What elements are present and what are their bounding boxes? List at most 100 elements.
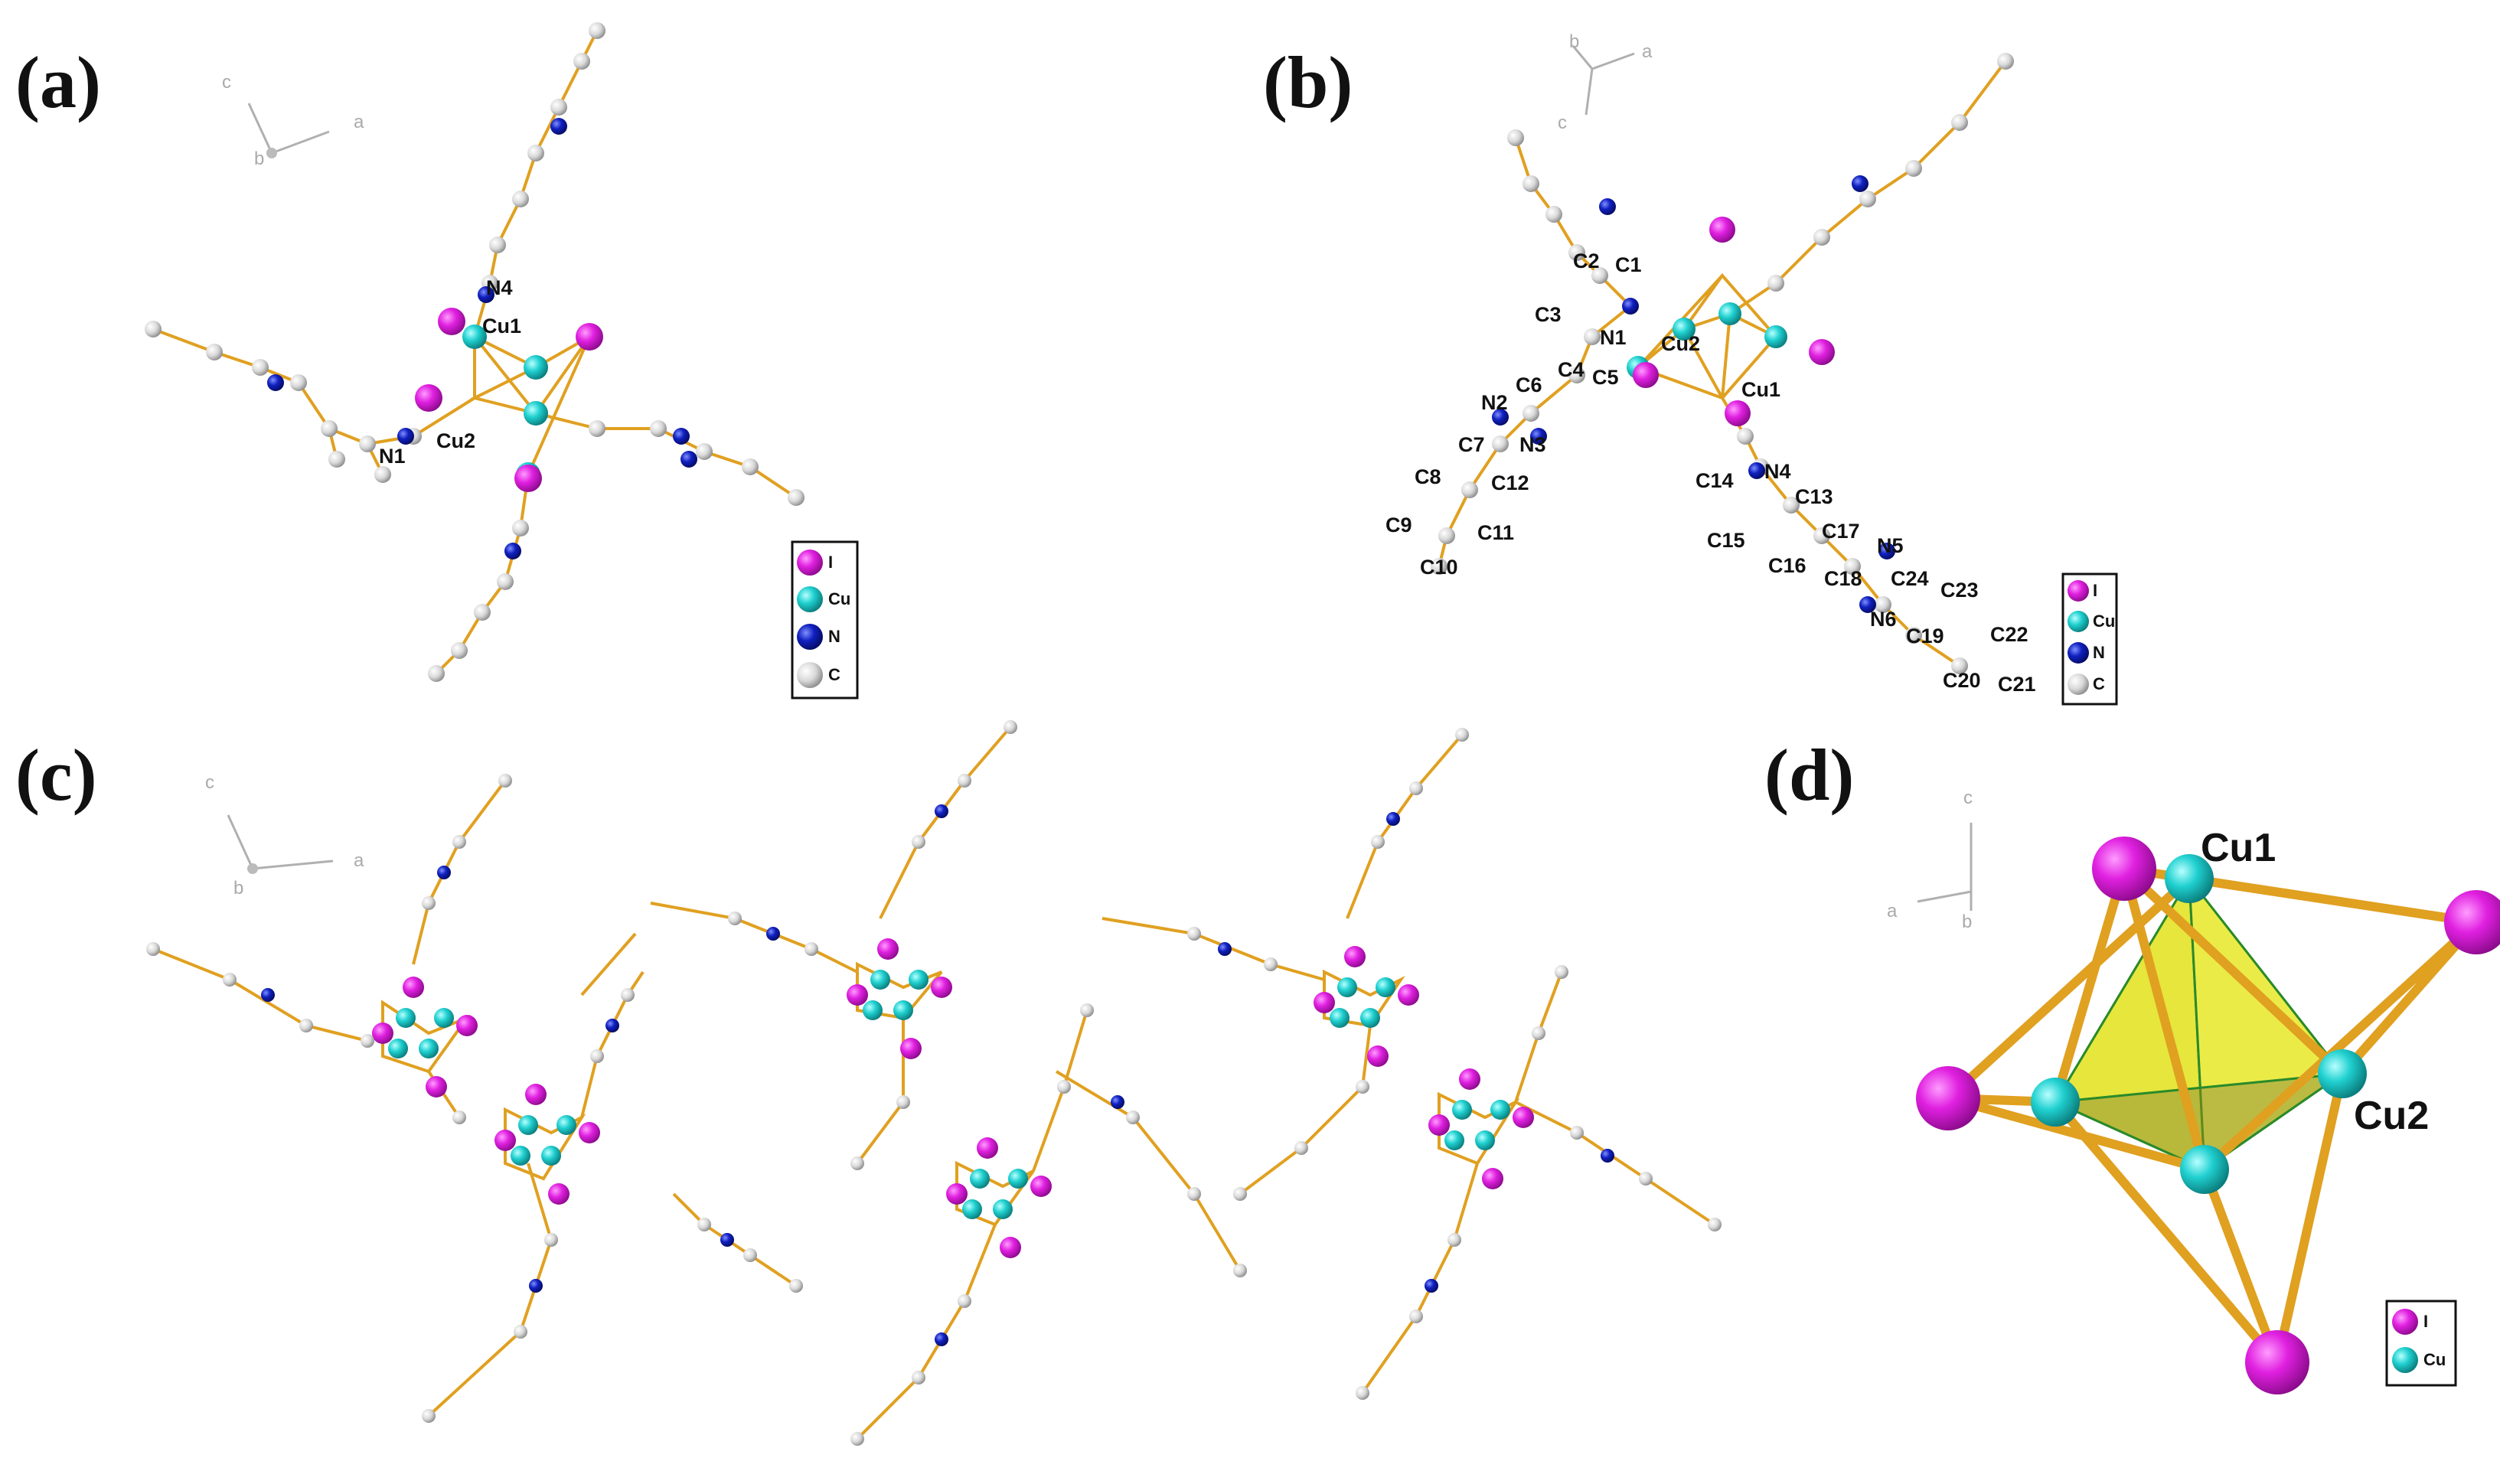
carbon-atom [589, 22, 605, 39]
carbon-atom [321, 420, 338, 437]
iodine-atom [438, 308, 465, 335]
iodine-atom [372, 1022, 393, 1044]
carbon-atom [512, 520, 529, 537]
label-N3: N3 [1519, 433, 1546, 456]
nitrogen-atom [478, 286, 494, 303]
carbon-atom [1905, 627, 1922, 644]
copper-atom [1490, 1100, 1510, 1120]
legend-a-C: C [828, 665, 840, 684]
nitrogen-atom [1386, 812, 1400, 826]
axis-c-label: c [1558, 113, 1567, 133]
label-C2: C2 [1573, 250, 1600, 272]
carbon-atom [728, 912, 742, 925]
iodine-atom [415, 384, 442, 412]
label-C10: C10 [1420, 556, 1458, 579]
carbon-atom [498, 774, 512, 788]
carbon-atom [1813, 229, 1830, 246]
carbon-atom [1492, 435, 1509, 452]
atoms-layer [145, 22, 2500, 1446]
iodine-atom [426, 1076, 447, 1098]
iodine-atom [1030, 1176, 1052, 1197]
iodine-atom [1709, 217, 1735, 243]
carbon-atom [697, 1218, 711, 1231]
legend-b-N: N [2093, 643, 2105, 662]
copper-atom [1008, 1169, 1028, 1189]
carbon-atom [958, 1294, 971, 1308]
iodine-atom [2444, 890, 2500, 954]
carbon-atom [452, 835, 466, 849]
carbon-atom [145, 321, 162, 338]
carbon-atom [1568, 244, 1585, 261]
copper-atom [556, 1115, 576, 1135]
legend-b-C: C [2093, 674, 2105, 693]
carbon-atom [1187, 927, 1201, 941]
copper-atom [524, 401, 548, 426]
label-C4: C4 [1558, 358, 1585, 381]
carbon-atom [1080, 1003, 1094, 1017]
carbon-atom [1507, 129, 1524, 146]
carbon-atom [544, 1233, 558, 1247]
carbon-atom [1431, 558, 1447, 575]
carbon-atom [1461, 481, 1478, 498]
carbon-atom [1532, 1026, 1545, 1040]
iodine-atom [1344, 946, 1366, 967]
iodine-atom [456, 1015, 478, 1036]
panel-label-a: (a) [15, 41, 101, 123]
copper-atom [1673, 318, 1695, 341]
axis-c-label: c [222, 72, 231, 93]
carbon-atom [1875, 596, 1891, 613]
nitrogen-atom [680, 451, 697, 468]
nitrogen-atom [437, 866, 451, 879]
iodine-atom [1000, 1237, 1021, 1258]
carbon-atom [1356, 1386, 1369, 1400]
iodine-atom [900, 1038, 922, 1059]
label-N1: N1 [379, 445, 406, 468]
carbon-atom [958, 774, 971, 788]
carbon-atom [696, 443, 713, 460]
label-Cu2: Cu2 [436, 429, 475, 452]
copper-atom [1360, 1008, 1380, 1028]
legend-b-copper-swatch [2068, 611, 2089, 632]
iodine-atom [877, 938, 899, 960]
legend-b-Cu: Cu [2093, 612, 2115, 631]
carbon-atom [589, 420, 605, 437]
panel-a-structure [152, 30, 798, 675]
label-N6: N6 [1870, 608, 1897, 631]
carbon-atom [527, 145, 544, 161]
iodine-atom [1314, 992, 1335, 1013]
copper-atom [1764, 325, 1787, 348]
carbon-atom [621, 988, 635, 1002]
carbon-atom [1438, 527, 1455, 544]
label-C5: C5 [1592, 366, 1619, 389]
axis-a-label: a [1887, 901, 1898, 921]
carbon-atom [1570, 1126, 1584, 1140]
carbon-atom [514, 1325, 527, 1339]
carbon-atom [1844, 558, 1861, 575]
legend-a-N: N [828, 627, 840, 646]
copper-atom [541, 1146, 561, 1166]
legend-a-Cu: Cu [828, 589, 850, 608]
tetrahedron-face-bottom [2051, 1071, 2347, 1171]
label-C12: C12 [1491, 471, 1529, 494]
nitrogen-atom [529, 1279, 543, 1293]
copper-atom [870, 970, 890, 990]
panel-c-structure [152, 726, 1716, 1440]
carbon-atom [1767, 275, 1784, 292]
panel-label-d: (d) [1764, 734, 1854, 816]
nitrogen-atom [673, 428, 690, 445]
label-C14: C14 [1695, 469, 1734, 492]
carbon-atom [1859, 191, 1876, 207]
carbon-atom [1294, 1141, 1308, 1155]
iodine-atom [847, 984, 868, 1006]
legend-a-I: I [828, 553, 833, 572]
label-C22: C22 [1990, 623, 2028, 646]
copper-atom [1718, 302, 1741, 325]
copper-atom [909, 970, 929, 990]
nitrogen-atom [267, 374, 284, 391]
label-C19: C19 [1906, 625, 1944, 647]
label-C6: C6 [1516, 373, 1542, 396]
label-C1: C1 [1615, 253, 1642, 276]
copper-atom [1444, 1130, 1464, 1150]
carbon-atom [573, 53, 590, 70]
